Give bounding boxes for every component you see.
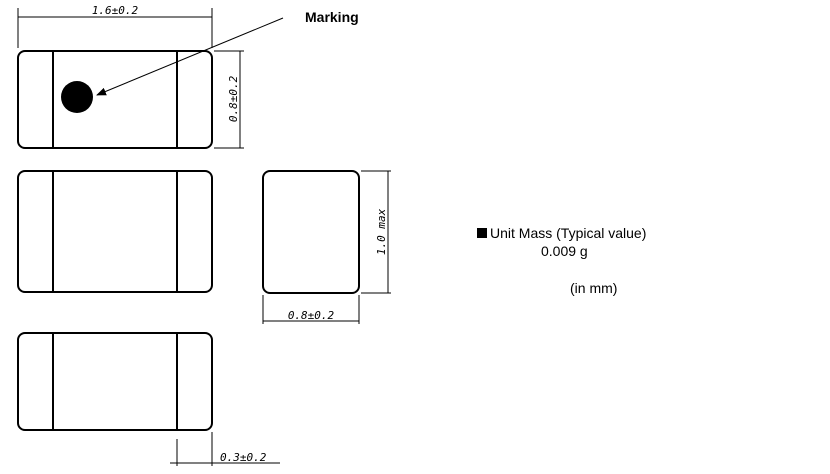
length-dimension-label: 1.6±0.2	[92, 4, 139, 17]
length-dimension	[17, 8, 213, 48]
bottom-view	[17, 332, 213, 431]
marking-dot	[61, 81, 93, 113]
marking-label: Marking	[305, 9, 359, 25]
terminal-dimension-label: 0.3±0.2	[220, 451, 267, 464]
marking-leader-line	[96, 17, 284, 96]
bottom-view-body	[17, 332, 213, 431]
terminal-dimension	[170, 432, 280, 466]
square-bullet-icon	[477, 228, 487, 238]
top-view-body	[17, 50, 213, 149]
unit-mass-title: Unit Mass (Typical value)	[490, 225, 646, 241]
height-dimension	[361, 170, 391, 294]
height-dimension-label: 1.0 max	[375, 208, 388, 255]
side-view-body	[17, 170, 213, 293]
top-view	[17, 50, 213, 149]
end-view-body	[262, 170, 360, 294]
side-view	[17, 170, 213, 293]
end-width-dimension	[262, 295, 360, 324]
unit-mass-value: 0.009 g	[541, 243, 588, 259]
end-width-dimension-label: 0.8±0.2	[288, 309, 335, 322]
unit-note: (in mm)	[570, 280, 617, 296]
width-dimension-label: 0.8±0.2	[227, 75, 240, 122]
width-dimension	[214, 50, 244, 149]
